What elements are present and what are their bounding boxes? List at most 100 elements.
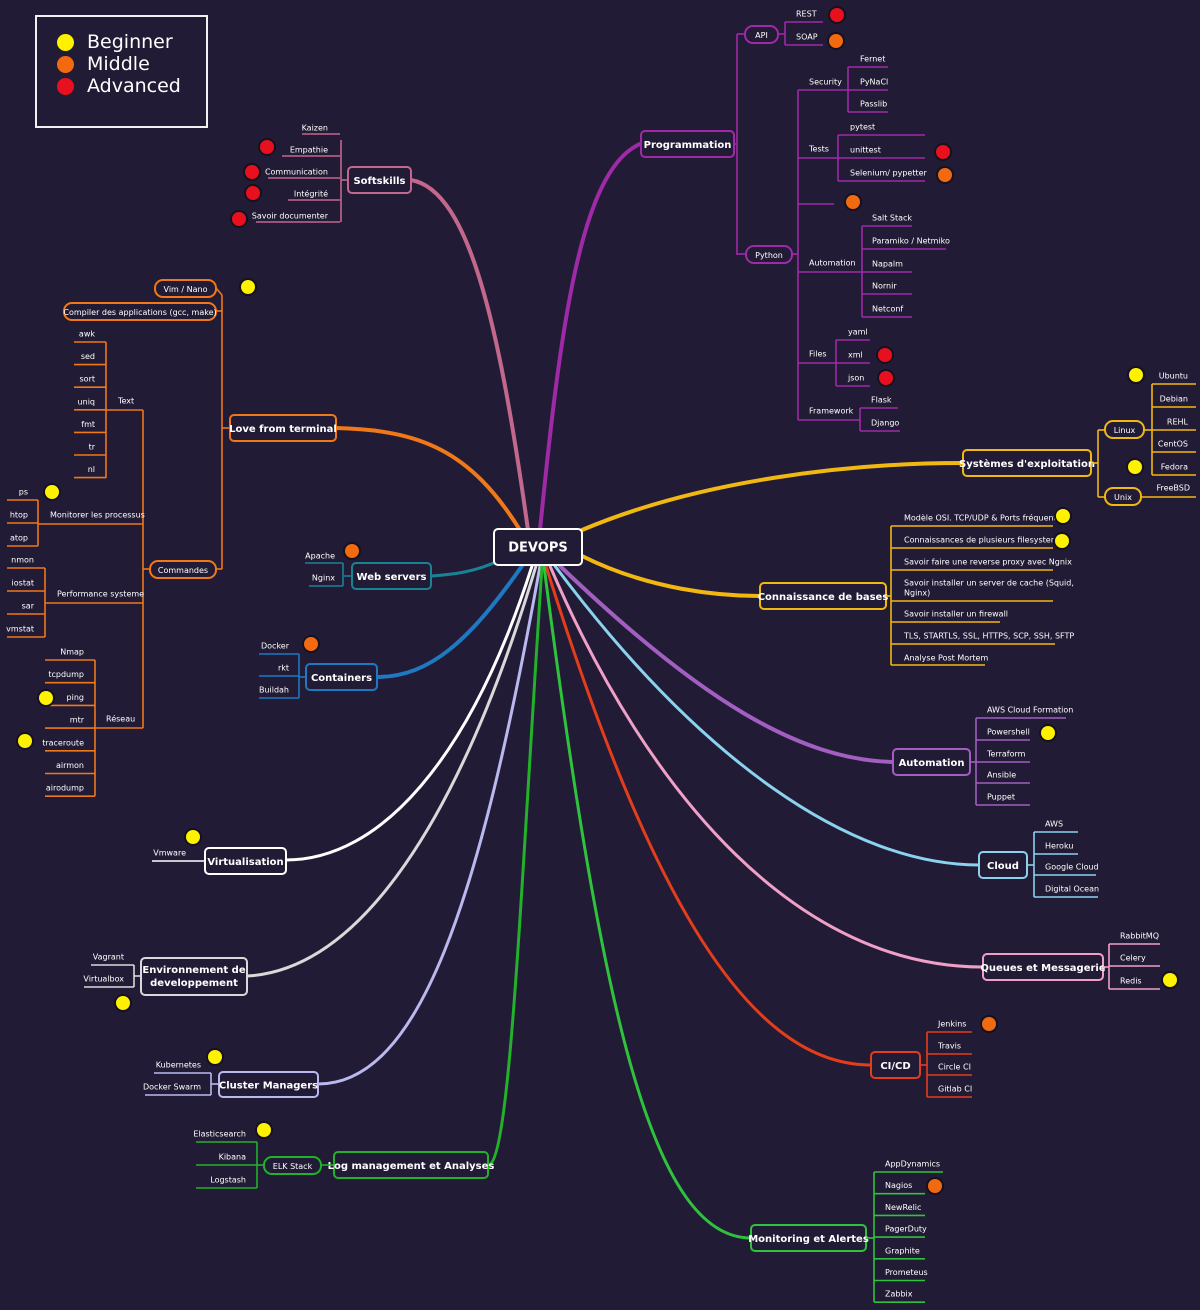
container-label: Docker xyxy=(261,642,290,651)
text-tool-label: sort xyxy=(80,375,96,384)
basics-item-label: Modèle OSI. TCP/UDP & Ports fréquents xyxy=(904,513,1061,523)
basics-item-label: Analyse Post Mortem xyxy=(904,654,988,663)
legend-middle: Middle xyxy=(57,53,150,75)
softskill-label: Savoir documenter xyxy=(252,212,329,221)
main-branch xyxy=(245,564,538,978)
main-branch xyxy=(542,564,753,1240)
elk-tool-label: Kibana xyxy=(219,1153,247,1162)
envdev-label: developpement xyxy=(150,978,238,989)
file-format-label: yaml xyxy=(848,328,868,337)
middle-level-dot-icon xyxy=(829,34,843,48)
middle-level-dot-icon xyxy=(304,637,318,651)
network-tool-label: airmon xyxy=(56,761,84,770)
security-lib-label: PyNaCl xyxy=(860,78,888,87)
advanced-level-dot-icon xyxy=(245,165,259,179)
advanced-level-dot-icon xyxy=(232,212,246,226)
text-group-label: Text xyxy=(117,397,134,406)
perf-tool-label: vmstat xyxy=(6,625,34,634)
monitoring-tool-label: Prometeus xyxy=(885,1268,928,1277)
automation-lib-label: Salt Stack xyxy=(872,214,912,223)
automation-lib-label: Netconf xyxy=(872,305,903,314)
os-node-label: Systèmes d'exploitation xyxy=(959,458,1095,470)
unix-distro-label: FreeBSD xyxy=(1156,484,1190,493)
logs-node-label: Log management et Analyses xyxy=(328,1161,495,1172)
main-branch xyxy=(409,178,530,532)
python-topic-label: Framework xyxy=(809,407,854,416)
beginner-level-dot-icon xyxy=(1055,534,1069,548)
basics-item-label: Connaissances de plusieurs filesystems xyxy=(904,536,1063,545)
envdev-label: Environnement de xyxy=(142,965,245,976)
main-branch xyxy=(334,426,522,532)
monitoring-tool-label: NewRelic xyxy=(885,1203,921,1212)
automation-tool-label: Powershell xyxy=(987,728,1030,737)
text-tool-label: nl xyxy=(88,465,95,474)
beginner-level-dot-icon xyxy=(241,280,255,294)
center-node xyxy=(493,528,583,566)
python-topic-label: Security xyxy=(809,78,842,87)
container-label: Buildah xyxy=(259,686,289,695)
main-branch xyxy=(548,564,985,969)
beginner-level-dot-icon xyxy=(1128,460,1142,474)
container-label: rkt xyxy=(278,664,289,673)
red-dot-icon xyxy=(57,77,74,95)
virtualisation-tool-label: Vmware xyxy=(153,849,186,858)
legend-advanced-label: Advanced xyxy=(87,75,181,97)
basics-item-label: TLS, STARTLS, SSL, HTTPS, SCP, SSH, SFTP xyxy=(903,632,1074,641)
monitoring-tool-label: Nagios xyxy=(885,1181,912,1190)
monitoring-tool-label: Zabbix xyxy=(885,1290,913,1299)
softskill-label: Empathie xyxy=(290,146,328,155)
advanced-level-dot-icon xyxy=(260,140,274,154)
text-tool-label: awk xyxy=(79,330,95,339)
advanced-level-dot-icon xyxy=(936,145,950,159)
process-tool-label: ps xyxy=(19,488,28,497)
text-tool-label: fmt xyxy=(81,420,95,429)
main-branch xyxy=(486,564,544,1167)
python-topic-label: Files xyxy=(809,350,827,359)
main-branch xyxy=(580,461,965,532)
automation-node-label: Automation xyxy=(899,758,965,769)
cluster-node-label: Cluster Managers xyxy=(219,1081,318,1092)
webservers-node-label: Web servers xyxy=(357,572,427,583)
softskill-label: Intégrité xyxy=(294,189,328,199)
middle-level-dot-icon xyxy=(938,168,952,182)
linux-node-label: Linux xyxy=(1114,426,1136,435)
advanced-level-dot-icon xyxy=(878,348,892,362)
envdev-node xyxy=(140,957,248,996)
beginner-level-dot-icon xyxy=(186,830,200,844)
security-lib-label: Fernet xyxy=(860,55,885,64)
network-tool-label: airodump xyxy=(46,784,84,793)
text-tool-label: tr xyxy=(89,443,96,452)
monitoring-tool-label: AppDynamics xyxy=(885,1160,940,1169)
network-tool-label: tcpdump xyxy=(48,670,84,679)
automation-lib-label: Napalm xyxy=(872,260,903,269)
processus-group-label: Monitorer les processus xyxy=(50,511,145,520)
basics-item-label: Savoir installer un firewall xyxy=(904,610,1008,619)
monitoring-tool-label: Graphite xyxy=(885,1246,920,1255)
linux-distro-label: Ubuntu xyxy=(1159,372,1188,381)
linux-distro-label: Debian xyxy=(1160,395,1188,404)
queues-node-label: Queues et Messagerie xyxy=(980,963,1105,974)
python-topic-label: Tests xyxy=(808,145,829,154)
cloud-node-label: Cloud xyxy=(987,861,1019,872)
advanced-level-dot-icon xyxy=(879,371,893,385)
softskill-label: Kaizen xyxy=(302,124,328,133)
middle-level-dot-icon xyxy=(846,195,860,209)
beginner-level-dot-icon xyxy=(45,485,59,499)
middle-level-dot-icon xyxy=(928,1179,942,1193)
elk-tool-label: Elasticsearch xyxy=(193,1130,246,1139)
basics-item-label: Savoir faire une reverse proxy avec Ngni… xyxy=(904,558,1072,567)
perf-tool-label: iostat xyxy=(12,579,34,588)
beginner-level-dot-icon xyxy=(1163,973,1177,987)
envdev-tool-label: Vagrant xyxy=(93,953,124,962)
webserver-label: Nginx xyxy=(312,574,335,583)
linux-distro-label: CentOS xyxy=(1158,440,1188,449)
process-tool-label: atop xyxy=(10,534,28,543)
legend-advanced: Advanced xyxy=(57,75,181,97)
framework-label: Flask xyxy=(871,396,892,405)
network-tool-label: mtr xyxy=(70,716,85,725)
commands-node-label: Commandes xyxy=(158,566,208,575)
yellow-dot-icon xyxy=(57,33,74,51)
connector-line xyxy=(215,287,223,296)
cicd-tool-label: Travis xyxy=(937,1042,961,1051)
